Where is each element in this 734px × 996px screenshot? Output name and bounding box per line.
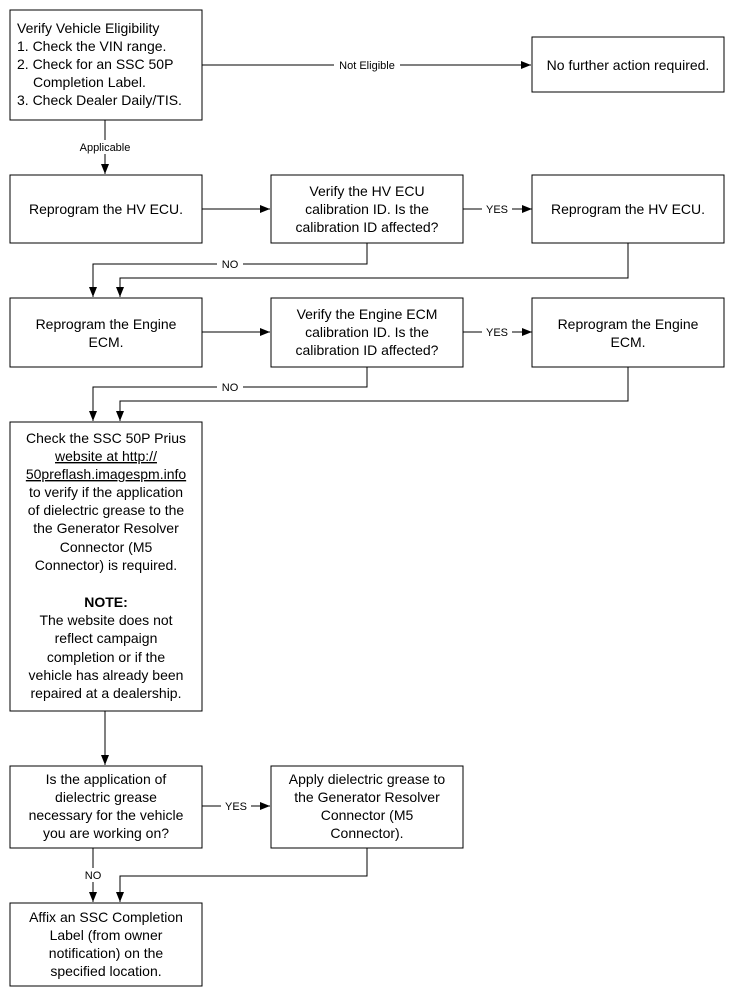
node-affix-label: Affix an SSC Completion Label (from owne… bbox=[9, 902, 203, 987]
affix-line-4: specified location. bbox=[50, 963, 161, 979]
grease-question-line-1: Is the application of bbox=[46, 771, 167, 787]
edge-hv2-to-ecm bbox=[116, 243, 629, 297]
note-line-1: The website does not bbox=[39, 612, 172, 628]
apply-grease-line-2: the Generator Resolver bbox=[294, 789, 440, 805]
edge-ecm2-to-website bbox=[116, 367, 629, 421]
node-reprogram-engine-ecm: Reprogram the Engine ECM. bbox=[9, 297, 203, 368]
website-line-8: Connector) is required. bbox=[35, 557, 177, 573]
apply-grease-line-1: Apply dielectric grease to bbox=[289, 771, 446, 787]
grease-question-line-3: necessary for the vehicle bbox=[29, 807, 184, 823]
node-reprogram-hv-ecu-2: Reprogram the HV ECU. bbox=[531, 174, 725, 244]
node-reprogram-hv-ecu: Reprogram the HV ECU. bbox=[9, 174, 203, 244]
verify-hv-line-1: Verify the HV ECU bbox=[309, 183, 424, 199]
eligibility-step-1: 1. Check the VIN range. bbox=[17, 38, 166, 54]
note-line-4: vehicle has already been bbox=[29, 667, 184, 683]
label-no-grease: NO bbox=[85, 870, 102, 882]
node-reprogram-engine-ecm-2: Reprogram the Engine ECM. bbox=[531, 297, 725, 368]
affix-line-2: Label (from owner bbox=[50, 927, 163, 943]
reprogram-ecm-2-line-2: ECM. bbox=[611, 334, 646, 350]
label-applicable: Applicable bbox=[80, 142, 131, 154]
website-link-part-1[interactable]: website at http:// bbox=[54, 448, 157, 464]
grease-question-line-4: you are working on? bbox=[43, 825, 169, 841]
node-verify-hv-calibration: Verify the HV ECU calibration ID. Is the… bbox=[270, 174, 464, 244]
label-yes-ecm: YES bbox=[486, 327, 508, 339]
eligibility-step-3: 3. Check Dealer Daily/TIS. bbox=[17, 92, 182, 108]
node-grease-question: Is the application of dielectric grease … bbox=[9, 765, 203, 849]
eligibility-step-2-cont: Completion Label. bbox=[33, 74, 146, 90]
label-not-eligible: Not Eligible bbox=[339, 60, 395, 72]
verify-hv-line-2: calibration ID. Is the bbox=[305, 201, 429, 217]
node-no-further-action: No further action required. bbox=[531, 36, 725, 93]
reprogram-ecm-2-line-1: Reprogram the Engine bbox=[558, 316, 699, 332]
node-verify-eligibility: Verify Vehicle Eligibility 1. Check the … bbox=[9, 9, 203, 121]
eligibility-step-2: 2. Check for an SSC 50P bbox=[17, 56, 173, 72]
verify-ecm-line-2: calibration ID. Is the bbox=[305, 324, 429, 340]
label-no-hv: NO bbox=[222, 259, 239, 271]
website-line-1: Check the SSC 50P Prius bbox=[26, 430, 186, 446]
website-line-4: to verify if the application bbox=[29, 484, 183, 500]
label-yes-hv: YES bbox=[486, 204, 508, 216]
note-line-5: repaired at a dealership. bbox=[31, 685, 182, 701]
website-link-part-2[interactable]: 50preflash.imagespm.info bbox=[26, 466, 187, 482]
reprogram-ecm-line-1: Reprogram the Engine bbox=[36, 316, 177, 332]
website-line-7: Connector (M5 bbox=[60, 539, 153, 555]
reprogram-ecm-line-2: ECM. bbox=[89, 334, 124, 350]
note-line-3: completion or if the bbox=[47, 649, 165, 665]
verify-ecm-line-1: Verify the Engine ECM bbox=[297, 306, 438, 322]
affix-line-3: notification) on the bbox=[49, 945, 164, 961]
verify-hv-line-3: calibration ID affected? bbox=[296, 219, 439, 235]
node-check-website: Check the SSC 50P Prius website at http:… bbox=[9, 421, 203, 712]
label-no-ecm: NO bbox=[222, 382, 239, 394]
label-yes-grease: YES bbox=[225, 801, 247, 813]
eligibility-title: Verify Vehicle Eligibility bbox=[17, 20, 159, 36]
node-verify-ecm-calibration: Verify the Engine ECM calibration ID. Is… bbox=[270, 297, 464, 368]
edge-labels: Not Eligible Applicable YES NO YES NO YE… bbox=[76, 58, 512, 882]
note-heading: NOTE: bbox=[84, 594, 128, 610]
reprogram-hv-text: Reprogram the HV ECU. bbox=[29, 201, 183, 217]
node-apply-grease: Apply dielectric grease to the Generator… bbox=[270, 765, 464, 849]
apply-grease-line-4: Connector). bbox=[330, 825, 403, 841]
affix-line-1: Affix an SSC Completion bbox=[29, 909, 183, 925]
no-action-text: No further action required. bbox=[547, 57, 710, 73]
verify-ecm-line-3: calibration ID affected? bbox=[296, 342, 439, 358]
website-line-5: of dielectric grease to the bbox=[28, 502, 185, 518]
reprogram-hv-2-text: Reprogram the HV ECU. bbox=[551, 201, 705, 217]
website-line-6: the Generator Resolver bbox=[33, 520, 179, 536]
note-line-2: reflect campaign bbox=[55, 630, 158, 646]
edge-apply-to-affix bbox=[116, 848, 368, 902]
grease-question-line-2: dielectric grease bbox=[55, 789, 157, 805]
apply-grease-line-3: Connector (M5 bbox=[321, 807, 414, 823]
